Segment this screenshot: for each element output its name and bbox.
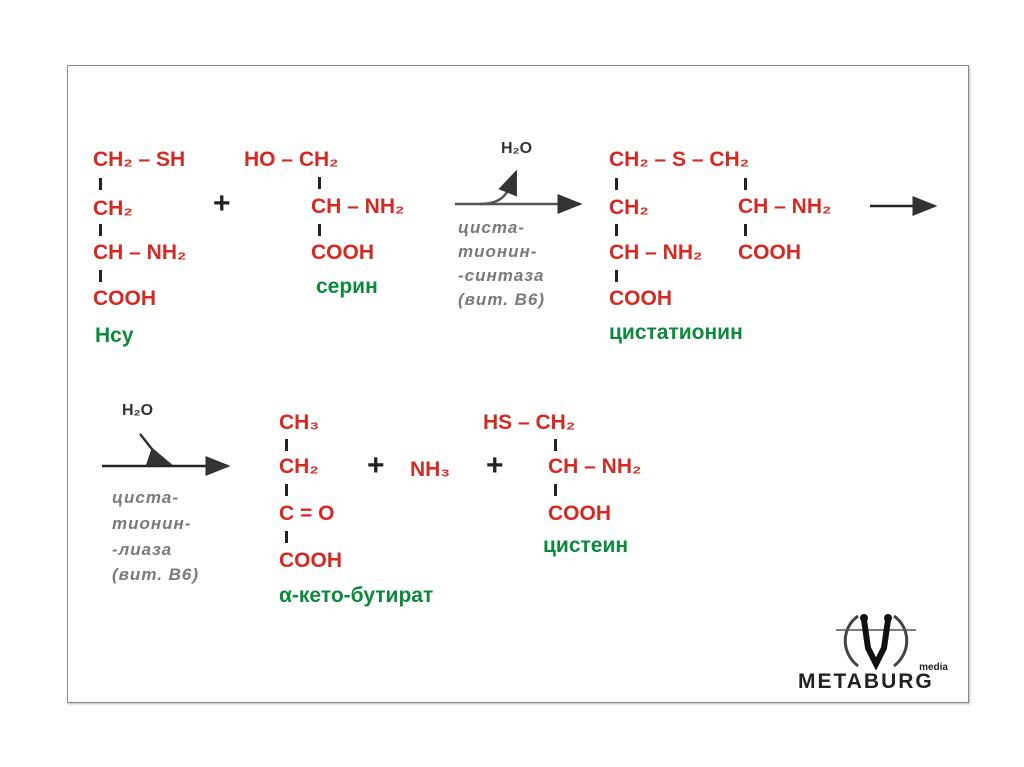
keto-name: α-кето-бутират <box>279 584 434 607</box>
cysta-row-2b: CH – NH₂ <box>738 195 832 218</box>
enzyme-2-line-1: циста- <box>112 488 180 507</box>
slide-frame <box>67 65 969 703</box>
bond <box>615 270 618 282</box>
enzyme-2-line-3: -лиаза <box>112 540 173 559</box>
metaburg-logo: media METABURG <box>796 608 956 694</box>
plus-sign: + <box>367 449 385 482</box>
cysta-row-3b: COOH <box>738 241 801 264</box>
enzyme-1-line-2: тионин- <box>458 242 538 261</box>
water-label-2: H₂O <box>122 402 154 419</box>
bond <box>744 178 747 190</box>
bond <box>285 439 288 451</box>
enzyme-1-line-1: циста- <box>458 218 526 237</box>
bond <box>99 270 102 282</box>
bond <box>744 224 747 236</box>
bond <box>615 224 618 236</box>
hcy-row-3: CH – NH₂ <box>93 241 187 264</box>
cysta-row-4: COOH <box>609 287 672 310</box>
serine-row-3: COOH <box>311 241 374 264</box>
bond <box>554 484 557 496</box>
keto-row-1: CH₃ <box>279 411 320 434</box>
hcy-row-2: CH₂ <box>93 197 133 220</box>
cys-row-2: CH – NH₂ <box>548 455 642 478</box>
logo-text: METABURG <box>798 670 934 693</box>
cysta-name: цистатионин <box>609 321 743 344</box>
bond <box>615 178 618 190</box>
bond <box>318 177 321 189</box>
logo-emblem-icon <box>836 614 916 670</box>
serine-row-1: HO – CH₂ <box>244 148 339 171</box>
keto-row-4: COOH <box>279 549 342 572</box>
water-consume-arrow <box>139 433 173 467</box>
cysta-row-3: CH – NH₂ <box>609 241 703 264</box>
bond <box>318 224 321 236</box>
hcy-row-1: CH₂ – SH <box>93 148 186 171</box>
serine-row-2: CH – NH₂ <box>311 195 405 218</box>
cys-row-3: COOH <box>548 502 611 525</box>
cys-row-1: HS – CH₂ <box>483 411 576 434</box>
enzyme-1-line-4: (вит. B6) <box>458 290 546 309</box>
water-label-1: H₂O <box>501 140 533 157</box>
water-release-arrow <box>479 169 518 206</box>
plus-sign: + <box>486 449 504 482</box>
enzyme-2-line-4: (вит. B6) <box>112 565 200 584</box>
keto-row-3: C = O <box>279 502 335 525</box>
hcy-row-4: COOH <box>93 287 156 310</box>
enzyme-1-line-3: -синтаза <box>458 266 545 285</box>
cys-name: цистеин <box>543 534 629 557</box>
logo-sub: media <box>919 662 948 673</box>
bond <box>99 224 102 236</box>
cysta-row-2: CH₂ <box>609 196 649 219</box>
cysta-row-1: CH₂ – S – CH₂ <box>609 148 750 171</box>
ammonia: NH₃ <box>410 458 451 481</box>
serine-name: серин <box>316 275 378 298</box>
bond <box>99 178 102 190</box>
hcy-name: Hcy <box>95 324 134 347</box>
keto-row-2: CH₂ <box>279 455 319 478</box>
bond <box>285 531 288 543</box>
bond <box>554 439 557 451</box>
enzyme-2-line-2: тионин- <box>112 514 192 533</box>
bond <box>285 484 288 496</box>
plus-sign: + <box>213 187 231 220</box>
